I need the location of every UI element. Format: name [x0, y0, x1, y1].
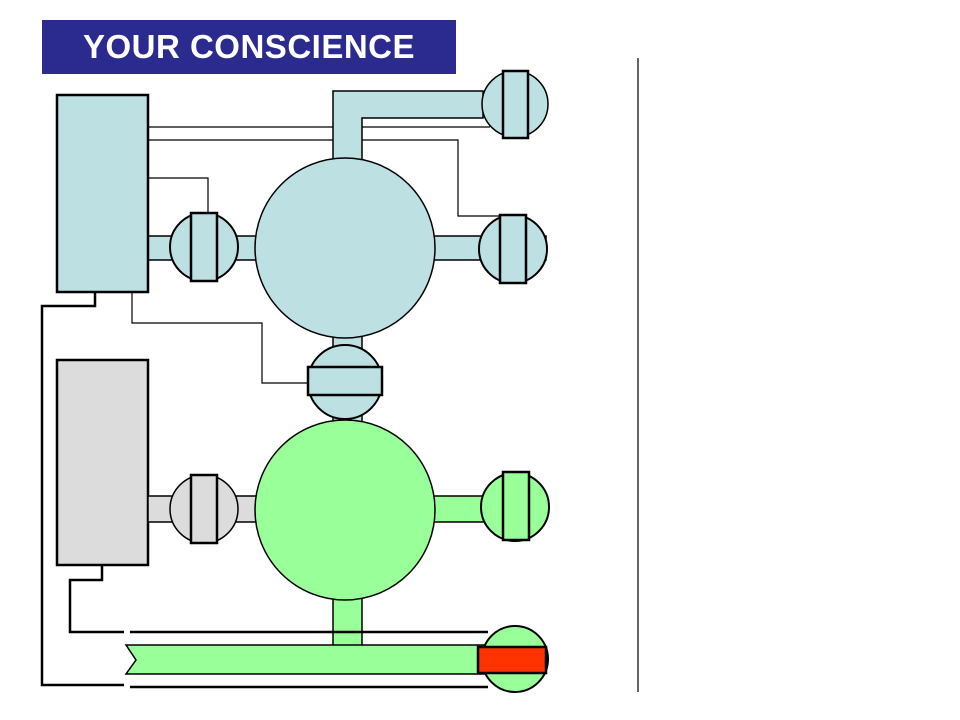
- valve-lower-left: [169, 473, 239, 545]
- upper-signal-wires: [131, 126, 500, 384]
- valve-upper-right: [478, 213, 548, 285]
- upper-controller-box: [55, 93, 150, 294]
- lower-tank: [254, 419, 436, 601]
- valve-upper-left: [169, 211, 239, 283]
- lower-feedback-wires: [40, 292, 488, 689]
- upper-tank: [254, 157, 436, 339]
- valve-outlet-red: [476, 625, 549, 693]
- valve-middle: [306, 344, 384, 420]
- valve-lower-right: [480, 470, 550, 542]
- title-text: YOUR CONSCIENCE: [82, 28, 416, 65]
- lower-controller-box: [55, 358, 150, 567]
- valve-top-right: [481, 69, 549, 140]
- title-banner: YOUR CONSCIENCE: [42, 20, 456, 74]
